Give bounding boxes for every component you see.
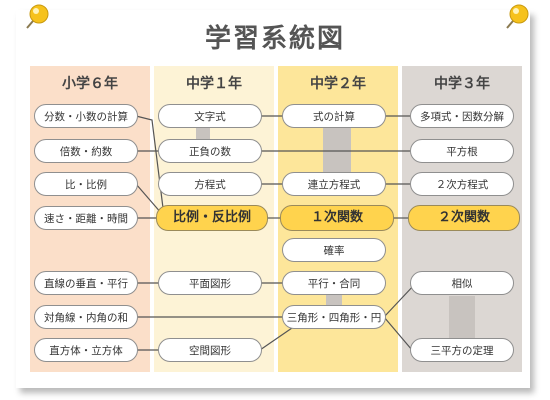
topic-node: 式の計算: [282, 104, 386, 128]
topic-node: 直線の垂直・平行: [34, 271, 138, 295]
pushpin-icon: [26, 4, 49, 29]
topic-node: 平方根: [410, 139, 514, 163]
topic-node: 多項式・因数分解: [410, 104, 514, 128]
topic-node: 正負の数: [158, 139, 262, 163]
page-title: 学習系統図: [204, 24, 345, 54]
topic-node: 方程式: [158, 172, 262, 196]
topic-node: 空間図形: [158, 338, 262, 362]
connector-line: [383, 316, 413, 351]
topic-node: 確率: [282, 238, 386, 262]
topic-node: 速さ・距離・時間: [34, 206, 138, 230]
connector-line: [259, 327, 293, 351]
topic-node: 文字式: [158, 104, 262, 128]
topic-node: 平面図形: [158, 271, 262, 295]
pushpin-icon: [506, 4, 529, 29]
column-header: 中学２年: [310, 76, 366, 92]
column-header: 中学１年: [186, 76, 242, 92]
topic-node: 直方体・立方体: [34, 338, 138, 362]
key-topic-node: １次関数: [280, 205, 394, 231]
topic-node: 分数・小数の計算: [34, 104, 138, 128]
connector-band: [449, 296, 475, 338]
column-header: 中学３年: [434, 76, 490, 92]
topic-node: 倍数・約数: [34, 139, 138, 163]
connector-band: [323, 127, 351, 177]
topic-node: 三角形・四角形・円: [282, 305, 386, 329]
topic-node: 相似: [410, 271, 514, 295]
topic-node: ２次方程式: [410, 172, 514, 196]
topic-node: 対角線・内角の和: [34, 305, 138, 329]
topic-node: 連立方程式: [282, 172, 386, 196]
column-header: 小学６年: [62, 76, 118, 92]
key-topic-node: ２次関数: [408, 205, 520, 231]
topic-node: 比・比例: [34, 172, 138, 196]
key-topic-node: 比例・反比例: [156, 205, 268, 231]
topic-node: 三平方の定理: [410, 338, 514, 362]
topic-node: 平行・合同: [282, 271, 386, 295]
connector-line: [135, 115, 165, 217]
